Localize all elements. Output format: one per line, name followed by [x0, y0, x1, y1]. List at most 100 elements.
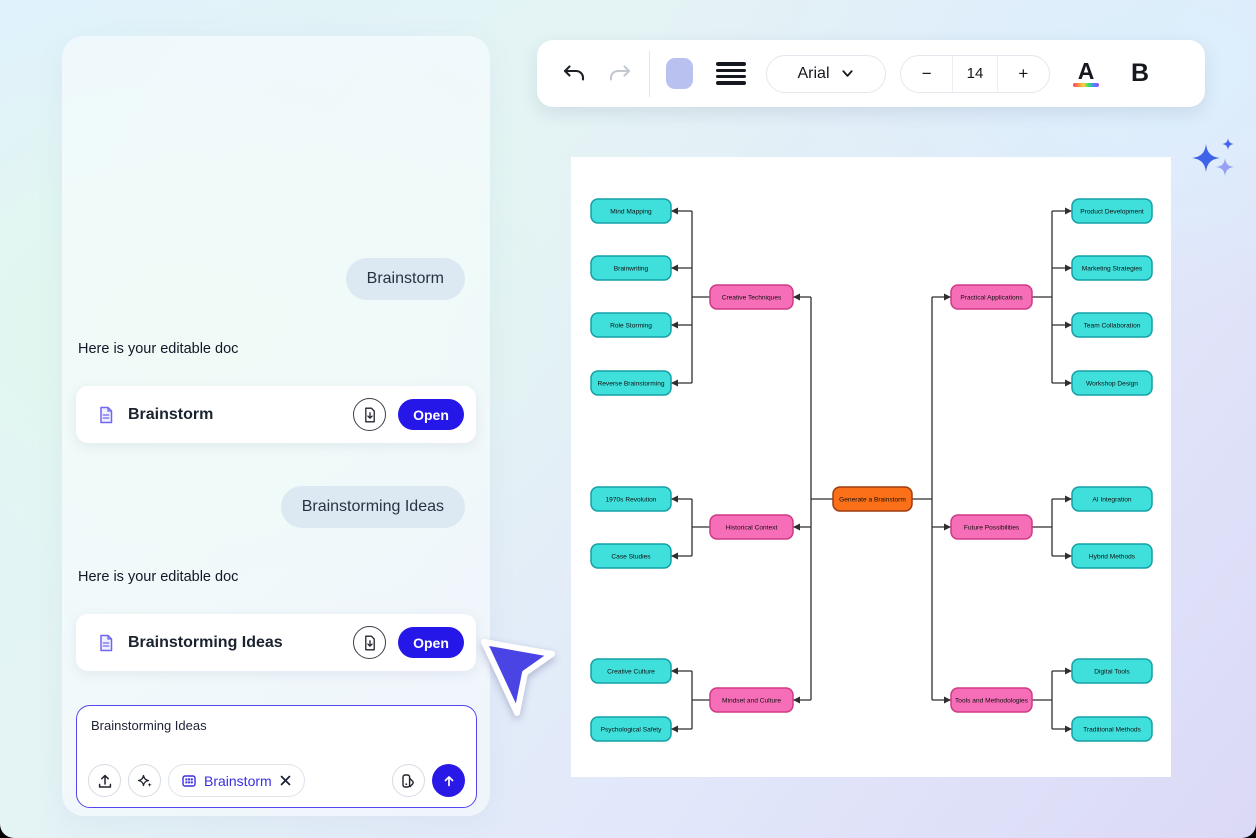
mindmap-node-label: Creative Techniques: [722, 294, 782, 301]
mindmap-node-leaf[interactable]: Case Studies: [590, 543, 672, 569]
align-menu-button[interactable]: [693, 62, 746, 85]
swatch-book-icon: [401, 773, 414, 788]
bold-button[interactable]: B: [1125, 58, 1155, 89]
upload-icon: [98, 774, 111, 788]
mindmap-node-leaf[interactable]: Creative Culture: [590, 658, 672, 684]
sparkle-icon: [137, 774, 152, 787]
doc-card[interactable]: Brainstorming Ideas Open: [76, 614, 476, 671]
redo-button[interactable]: [607, 62, 633, 86]
mindmap-node-label: Mindset and Culture: [722, 697, 781, 704]
mindmap-node-leaf[interactable]: Brainwriting: [590, 255, 672, 281]
mindmap-node-label: Mind Mapping: [610, 208, 652, 215]
composer[interactable]: Brainstorming Ideas: [76, 705, 477, 808]
font-size-stepper: − 14 +: [900, 54, 1050, 93]
document-icon: [100, 634, 113, 651]
mindmap-node-leaf[interactable]: Traditional Methods: [1071, 716, 1153, 742]
mindmap-node-leaf[interactable]: Psychological Safety: [590, 716, 672, 742]
increase-font-button[interactable]: +: [998, 56, 1049, 92]
font-family-select[interactable]: Arial: [766, 54, 886, 93]
mindmap-node-branch[interactable]: Tools and Methodologies: [950, 687, 1033, 713]
ai-sparkles-icon: [1192, 138, 1234, 176]
open-doc-button[interactable]: Open: [398, 399, 464, 430]
mindmap: Generate a Brainstorm Creative Techniques…: [590, 198, 1153, 742]
arrowhead-icon: [671, 725, 678, 733]
undo-button[interactable]: [561, 62, 587, 86]
undo-icon: [563, 64, 585, 81]
mindmap-node-label: Practical Applications: [960, 294, 1023, 301]
user-message-bubble: Brainstorm: [345, 258, 465, 300]
arrowhead-icon: [1065, 667, 1072, 675]
open-doc-button[interactable]: Open: [398, 627, 464, 658]
mindmap-node-root[interactable]: Generate a Brainstorm: [832, 486, 913, 512]
fill-color-swatch[interactable]: [666, 58, 693, 89]
mindmap-node-leaf[interactable]: Marketing Strategies: [1071, 255, 1153, 281]
toolbar-divider: [649, 50, 650, 97]
mindmap-node-branch[interactable]: Creative Techniques: [709, 284, 794, 310]
download-doc-button[interactable]: [353, 626, 386, 659]
arrowhead-icon: [1065, 725, 1072, 733]
mindmap-node-leaf[interactable]: Product Development: [1071, 198, 1153, 224]
user-message-bubble: Brainstorming Ideas: [280, 486, 465, 528]
doc-title: Brainstorm: [128, 405, 214, 423]
chevron-down-icon: [841, 70, 853, 77]
font-name: Arial: [797, 64, 830, 82]
attachment-chip[interactable]: Brainstorm: [168, 764, 305, 797]
mindmap-node-label: 1970s Revolution: [606, 496, 657, 503]
mindmap-node-leaf[interactable]: Workshop Design: [1071, 370, 1153, 396]
mindmap-node-label: Team Collaboration: [1084, 322, 1141, 329]
mindmap-node-branch[interactable]: Mindset and Culture: [709, 687, 794, 713]
canvas-toolbar: Arial − 14 + A B: [537, 40, 1205, 107]
mindmap-node-label: Traditional Methods: [1083, 726, 1141, 733]
mindmap-canvas[interactable]: Generate a Brainstorm Creative Techniques…: [571, 157, 1171, 777]
mindmap-node-label: AI Integration: [1092, 496, 1132, 503]
composer-input[interactable]: Brainstorming Ideas: [91, 718, 207, 733]
mindmap-node-label: Reverse Brainstorming: [597, 380, 664, 387]
mindmap-node-leaf[interactable]: Role Storming: [590, 312, 672, 338]
upload-button[interactable]: [88, 764, 121, 797]
arrowhead-icon: [1065, 264, 1072, 272]
rainbow-bar: [1073, 82, 1099, 88]
mindmap-node-label: Tools and Methodologies: [955, 697, 1029, 704]
mindmap-node-leaf[interactable]: 1970s Revolution: [590, 486, 672, 512]
mindmap-node-label: Brainwriting: [614, 265, 649, 272]
arrowhead-icon: [671, 321, 678, 329]
mindmap-node-label: Role Storming: [610, 322, 652, 329]
arrowhead-icon: [671, 379, 678, 387]
mindmap-node-label: Marketing Strategies: [1082, 265, 1143, 272]
mindmap-node-branch[interactable]: Practical Applications: [950, 284, 1033, 310]
theme-swatches-button[interactable]: [392, 764, 425, 797]
mindmap-node-label: Workshop Design: [1086, 380, 1138, 387]
send-button[interactable]: [432, 764, 465, 797]
mindmap-node-leaf[interactable]: AI Integration: [1071, 486, 1153, 512]
arrowhead-icon: [793, 696, 800, 704]
arrowhead-icon: [671, 264, 678, 272]
arrowhead-icon: [944, 523, 951, 531]
mindmap-node-label: Product Development: [1080, 208, 1144, 215]
board-grid-icon: [182, 774, 196, 787]
attachment-label: Brainstorm: [204, 772, 272, 789]
color-swatch: [666, 58, 693, 89]
doc-title: Brainstorming Ideas: [128, 633, 283, 651]
download-doc-button[interactable]: [353, 398, 386, 431]
ai-tools-button[interactable]: [128, 764, 161, 797]
doc-card[interactable]: Brainstorm Open: [76, 386, 476, 443]
text-color-button[interactable]: A: [1073, 59, 1099, 88]
mindmap-node-label: Hybrid Methods: [1089, 553, 1136, 560]
mindmap-node-leaf[interactable]: Reverse Brainstorming: [590, 370, 672, 396]
mindmap-node-label: Generate a Brainstorm: [839, 496, 906, 503]
mindmap-node-branch[interactable]: Future Possibilities: [950, 514, 1033, 540]
mindmap-node-leaf[interactable]: Digital Tools: [1071, 658, 1153, 684]
decrease-font-button[interactable]: −: [901, 56, 952, 92]
arrowhead-icon: [793, 293, 800, 301]
mindmap-node-leaf[interactable]: Team Collaboration: [1071, 312, 1153, 338]
document-icon: [100, 406, 113, 423]
remove-attachment-icon[interactable]: [279, 774, 292, 787]
send-arrow-icon: [444, 775, 453, 786]
mindmap-node-leaf[interactable]: Mind Mapping: [590, 198, 672, 224]
mindmap-node-leaf[interactable]: Hybrid Methods: [1071, 543, 1153, 569]
assistant-message: Here is your editable doc: [78, 569, 239, 585]
mindmap-node-branch[interactable]: Historical Context: [709, 514, 794, 540]
chat-panel: Brainstorm Here is your editable doc Bra…: [62, 36, 490, 816]
mindmap-node-label: Psychological Safety: [601, 726, 663, 733]
